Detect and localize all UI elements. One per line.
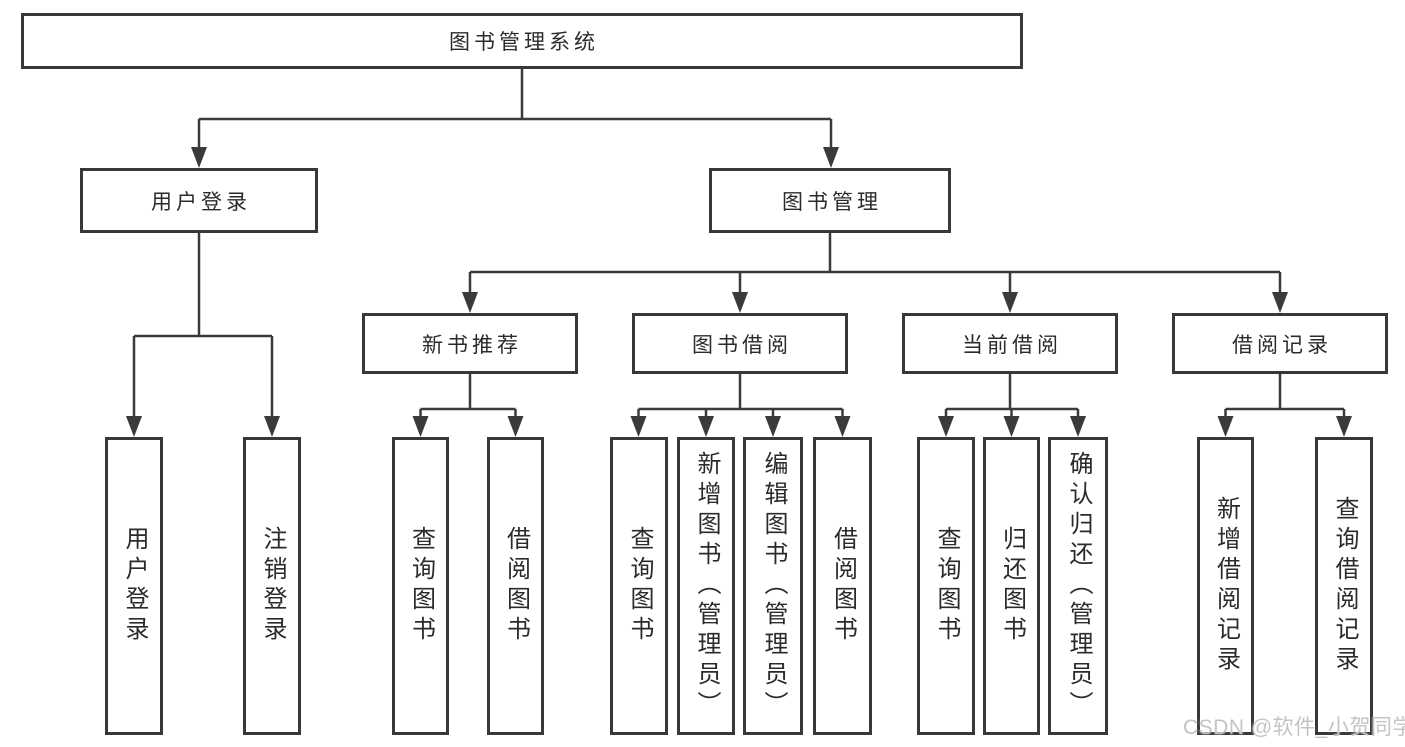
- leaf-recommend-borrow-books: 借阅图书: [487, 437, 544, 735]
- watermark: CSDN @软件_小贺同学: [1183, 716, 1405, 739]
- node-root: 图书管理系统: [21, 13, 1023, 69]
- leaf-borrowing-query-books: 查询图书: [610, 437, 668, 735]
- node-borrowing-records: 借阅记录: [1172, 313, 1388, 374]
- node-new-book-recommend: 新书推荐: [362, 313, 578, 374]
- leaf-user-login: 用户登录: [105, 437, 163, 735]
- node-book-management: 图书管理: [709, 168, 951, 233]
- leaf-current-confirm-return-admin: 确认归还（管理员）: [1048, 437, 1108, 735]
- leaf-logout: 注销登录: [243, 437, 301, 735]
- leaf-records-add-record: 新增借阅记录: [1197, 437, 1254, 735]
- leaf-borrowing-add-books-admin: 新增图书（管理员）: [677, 437, 735, 735]
- leaf-records-query-record: 查询借阅记录: [1315, 437, 1373, 735]
- leaf-current-return-books: 归还图书: [983, 437, 1040, 735]
- node-user-login: 用户登录: [80, 168, 318, 233]
- leaf-current-query-books: 查询图书: [917, 437, 975, 735]
- leaf-recommend-query-books: 查询图书: [392, 437, 449, 735]
- leaf-borrowing-borrow-books: 借阅图书: [813, 437, 872, 735]
- node-current-borrowing: 当前借阅: [902, 313, 1118, 374]
- leaf-borrowing-edit-books-admin: 编辑图书（管理员）: [743, 437, 803, 735]
- node-book-borrowing: 图书借阅: [632, 313, 848, 374]
